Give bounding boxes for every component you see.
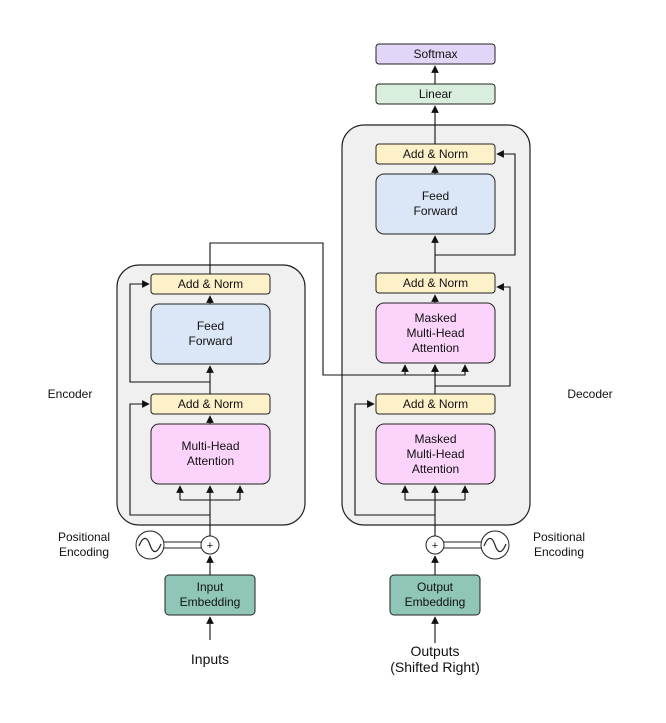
svg-text:+: + [432, 540, 438, 552]
positional-encoding-right-line1: Positional [533, 530, 585, 544]
encoder-add-norm-bottom: Add & Norm [150, 393, 271, 415]
svg-text:Feed: Feed [422, 189, 449, 203]
encoder-feed-forward: Feed Forward [150, 303, 271, 365]
svg-text:Add & Norm: Add & Norm [178, 277, 243, 291]
svg-text:Add & Norm: Add & Norm [403, 276, 468, 290]
svg-text:Forward: Forward [413, 204, 457, 218]
svg-text:Output: Output [417, 580, 454, 594]
svg-text:Add & Norm: Add & Norm [403, 397, 468, 411]
inputs-label: Inputs [191, 651, 229, 667]
positional-encoding-right-line2: Encoding [534, 545, 584, 559]
encoder-plus-icon: + [200, 535, 220, 555]
svg-text:Input: Input [197, 580, 224, 594]
decoder-add-norm-mid: Add & Norm [375, 272, 496, 294]
encoder-attention: Multi-Head Attention [150, 423, 271, 485]
svg-text:Embedding: Embedding [405, 595, 466, 609]
decoder-cross-attention: Masked Multi-Head Attention [375, 302, 496, 364]
svg-text:Multi-Head: Multi-Head [406, 447, 464, 461]
softmax-box: Softmax [375, 43, 496, 65]
encoder-label: Encoder [48, 387, 93, 401]
svg-text:Forward: Forward [188, 334, 232, 348]
left-sine-wave-icon [135, 530, 165, 560]
linear-box: Linear [375, 83, 496, 105]
svg-text:Attention: Attention [187, 454, 234, 468]
svg-text:Add & Norm: Add & Norm [403, 147, 468, 161]
decoder-add-norm-top: Add & Norm [375, 143, 496, 165]
positional-encoding-left-line2: Encoding [59, 545, 109, 559]
positional-encoding-left-line1: Positional [58, 530, 110, 544]
positional-link-right [444, 541, 481, 549]
linear-label: Linear [419, 87, 452, 101]
svg-text:Multi-Head: Multi-Head [181, 439, 239, 453]
svg-text:Masked: Masked [414, 311, 456, 325]
decoder-self-attention: Masked Multi-Head Attention [375, 423, 496, 485]
svg-text:+: + [207, 540, 213, 552]
decoder-add-norm-bottom: Add & Norm [375, 393, 496, 415]
svg-text:Embedding: Embedding [180, 595, 241, 609]
flow-lines [129, 65, 516, 643]
output-embedding-box: Output Embedding [389, 574, 481, 616]
encoder-add-norm-top: Add & Norm [150, 273, 271, 295]
svg-text:Feed: Feed [197, 319, 224, 333]
decoder-feed-forward: Feed Forward [375, 173, 496, 235]
svg-text:Masked: Masked [414, 432, 456, 446]
positional-link-left [164, 541, 201, 549]
outputs-label-line2: (Shifted Right) [390, 659, 479, 675]
svg-text:Add & Norm: Add & Norm [178, 397, 243, 411]
decoder-label: Decoder [567, 387, 612, 401]
softmax-label: Softmax [413, 47, 457, 61]
decoder-plus-icon: + [425, 535, 445, 555]
right-sine-wave-icon [480, 530, 510, 560]
svg-text:Multi-Head: Multi-Head [406, 326, 464, 340]
svg-text:Attention: Attention [412, 462, 459, 476]
input-embedding-box: Input Embedding [164, 574, 256, 616]
outputs-label-line1: Outputs [410, 643, 459, 659]
svg-text:Attention: Attention [412, 341, 459, 355]
